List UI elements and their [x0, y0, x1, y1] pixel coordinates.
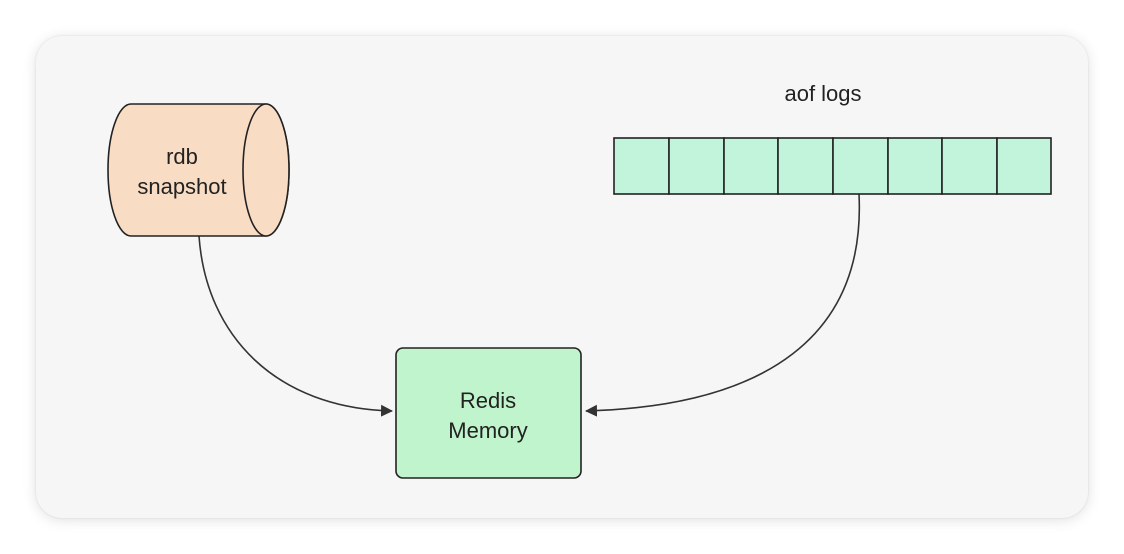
aof-logs-array [613, 137, 1052, 195]
aof-log-cell [832, 137, 889, 195]
aof-log-cell [887, 137, 943, 195]
rdb-label-line1: rdb [166, 144, 198, 169]
rdb-snapshot-cylinder: rdb snapshot [107, 103, 290, 237]
aof-log-cell [941, 137, 998, 195]
memory-label-line1: Redis [460, 388, 516, 413]
redis-persistence-diagram: rdb snapshot aof logs Redis Memory [107, 81, 1052, 479]
aof-logs-label: aof logs [784, 81, 861, 106]
rdb-label-line2: snapshot [137, 174, 226, 199]
aof-log-cell [723, 137, 779, 195]
aof-log-cell [613, 137, 670, 195]
edge-aof-to-memory [585, 193, 861, 417]
diagram-card: rdb snapshot aof logs Redis Memory [36, 36, 1088, 518]
cylinder-end [242, 103, 290, 237]
edge-rdb-to-memory [198, 235, 393, 417]
aof-log-cell [668, 137, 725, 195]
aof-log-cell [996, 137, 1052, 195]
redis-memory-box [395, 347, 582, 479]
memory-label-line2: Memory [448, 418, 527, 443]
aof-log-cell [777, 137, 834, 195]
redis-memory-node: Redis Memory [395, 347, 582, 479]
